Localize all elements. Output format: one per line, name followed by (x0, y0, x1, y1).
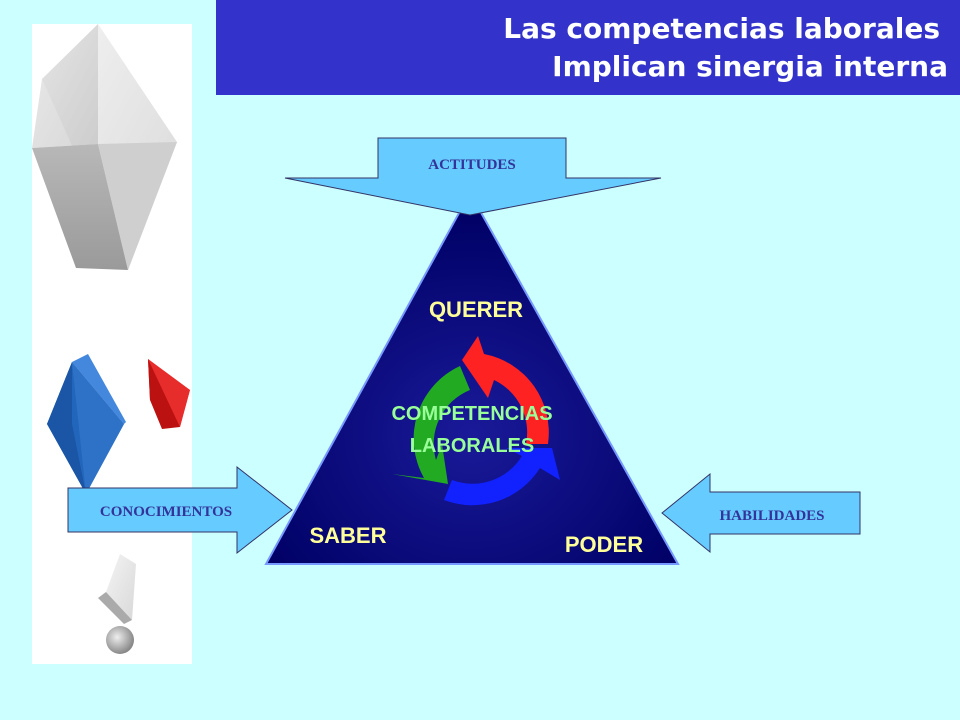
small-grey-diamond (98, 554, 136, 624)
cycle-arrow-green (392, 366, 470, 484)
actitudes-arrow: ACTITUDES (284, 137, 662, 216)
actitudes-label: ACTITUDES (428, 157, 516, 173)
laborales-label: LABORALES (410, 435, 534, 457)
cycle-arrow-red (462, 336, 549, 444)
cycle-arrows (392, 336, 560, 506)
querer-label: QUERER (429, 297, 523, 322)
competencias-label: COMPETENCIAS (391, 403, 552, 425)
cycle-arrow-blue (444, 448, 560, 506)
decorative-diamonds (32, 24, 190, 654)
conocimientos-arrow: CONOCIMIENTOS (67, 465, 293, 555)
large-grey-diamond (32, 24, 177, 270)
page-title-line-2: Implican sinergia interna (552, 50, 948, 83)
habilidades-arrow: HABILIDADES (661, 472, 861, 554)
grey-sphere (106, 626, 134, 654)
blue-diamond (47, 354, 126, 494)
conocimientos-label: CONOCIMIENTOS (100, 504, 232, 520)
page-title-line-1: Las competencias laborales (503, 12, 940, 45)
decorative-side-panel (32, 24, 192, 664)
title-banner (216, 0, 960, 95)
saber-label: SABER (309, 523, 386, 548)
red-diamond (148, 359, 190, 429)
competencias-triangle (264, 190, 680, 565)
poder-label: PODER (565, 532, 643, 557)
habilidades-label: HABILIDADES (719, 508, 824, 524)
